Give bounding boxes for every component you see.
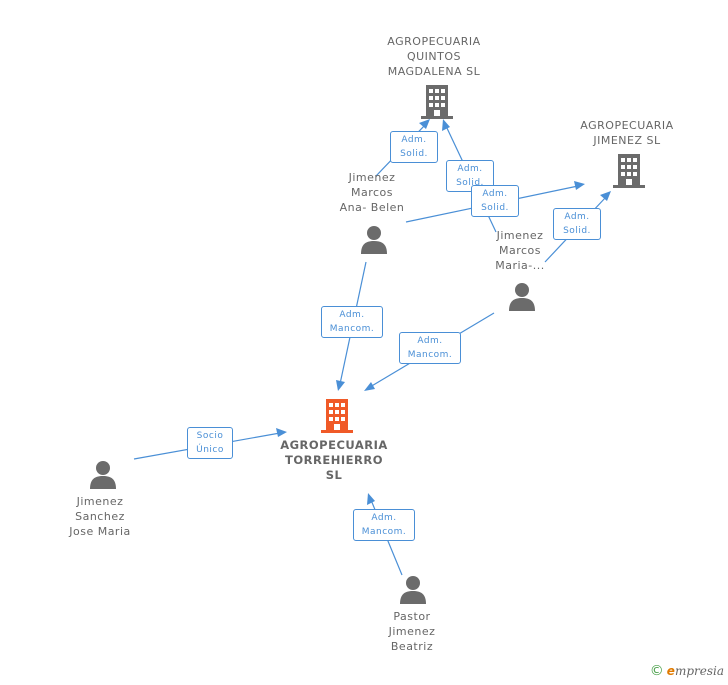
person-icon[interactable] xyxy=(88,460,118,490)
company-label-quintos[interactable]: AGROPECUARIA QUINTOS MAGDALENA SL xyxy=(387,35,481,78)
brand-logo[interactable]: ©empresia xyxy=(649,663,724,679)
person-icon[interactable] xyxy=(398,575,428,605)
person-label-ana-belen[interactable]: Jimenez Marcos Ana- Belen xyxy=(339,171,405,214)
person-label-jose-maria[interactable]: Jimenez Sanchez Jose Maria xyxy=(69,495,131,538)
person-icon[interactable] xyxy=(359,225,389,255)
relation-label-maria-torrehierro[interactable]: Adm. Mancom. xyxy=(399,332,461,364)
relation-label-jose-torrehierro[interactable]: Socio Único xyxy=(187,427,233,459)
company-label-jimenez-sl[interactable]: AGROPECUARIA JIMENEZ SL xyxy=(580,119,674,147)
relation-label-maria-jimenez-sl[interactable]: Adm. Solid. xyxy=(553,208,601,240)
relation-label-beatriz-torrehierro[interactable]: Adm. Mancom. xyxy=(353,509,415,541)
relation-label-ana-jimenez-sl[interactable]: Adm. Solid. xyxy=(471,185,519,217)
copyright-icon: © xyxy=(649,663,664,679)
relation-label-ana-torrehierro[interactable]: Adm. Mancom. xyxy=(321,306,383,338)
person-label-beatriz[interactable]: Pastor Jimenez Beatriz xyxy=(388,610,436,653)
building-icon[interactable] xyxy=(420,84,454,120)
building-icon-main[interactable] xyxy=(320,398,354,434)
person-label-maria[interactable]: Jimenez Marcos Maria-... xyxy=(495,229,545,272)
relation-label-ana-quintos[interactable]: Adm. Solid. xyxy=(390,131,438,163)
person-icon[interactable] xyxy=(507,282,537,312)
company-label-torrehierro[interactable]: AGROPECUARIA TORREHIERRO SL xyxy=(280,438,388,482)
building-icon[interactable] xyxy=(612,153,646,189)
